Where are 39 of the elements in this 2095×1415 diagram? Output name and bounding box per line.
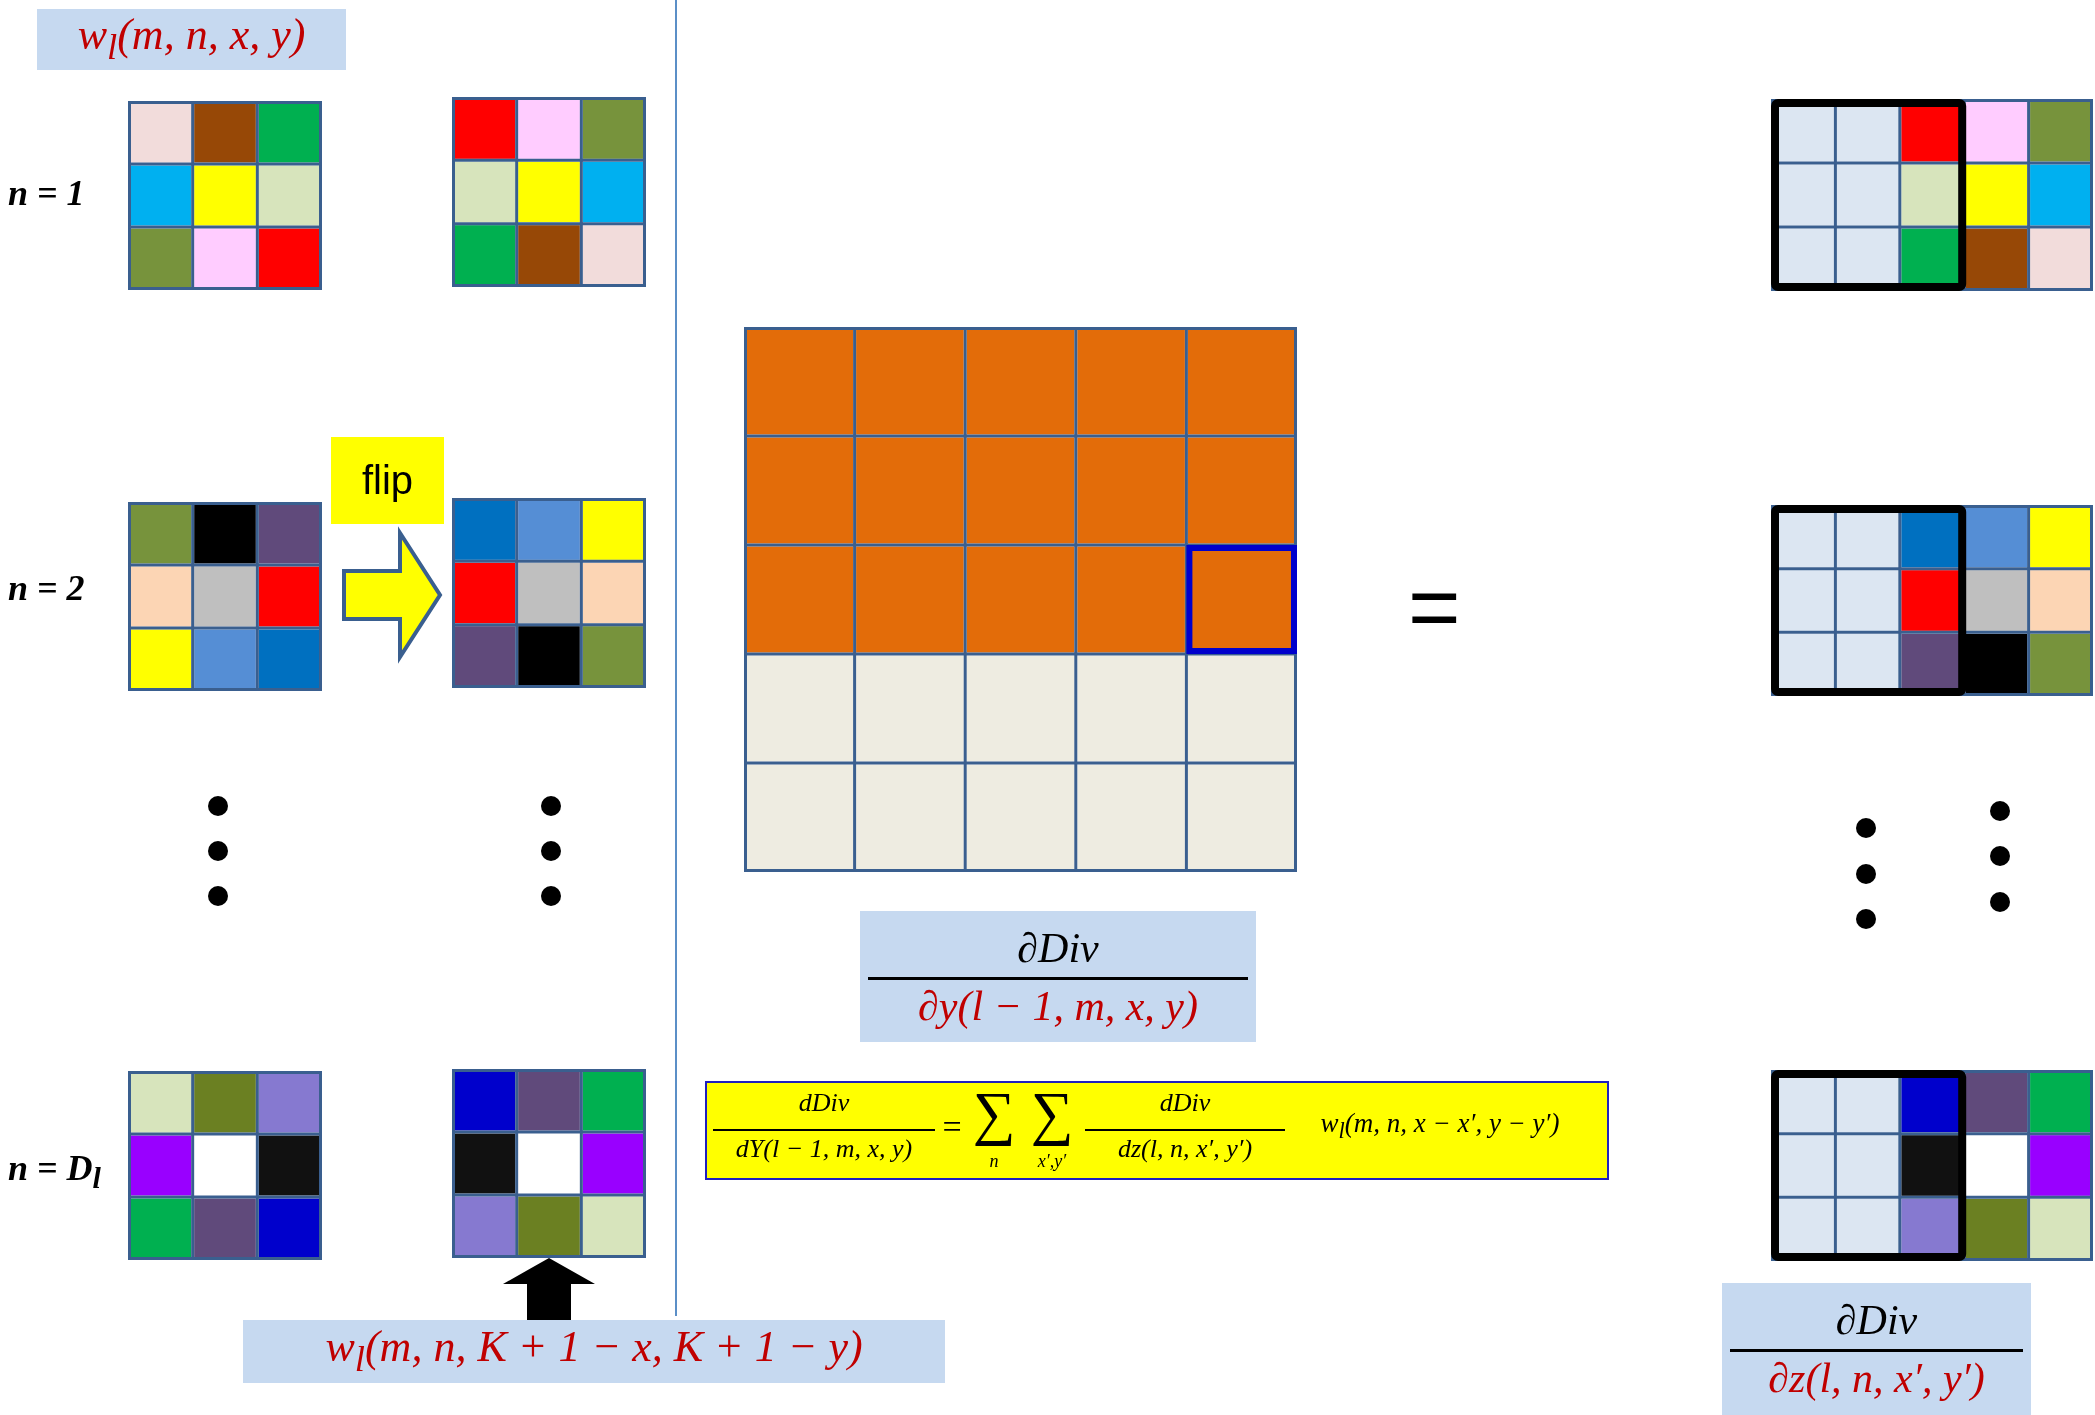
block-arrow — [503, 1258, 595, 1320]
numerator: ∂Div — [1834, 1297, 1919, 1344]
sum-index: n — [988, 1151, 1000, 1173]
fraction-label — [860, 911, 1256, 1042]
math-text: w$_{l}$(m, n, x − x′, y − y′) — [1319, 1107, 1561, 1145]
color-grid — [128, 101, 322, 290]
row-label: n = 2 — [8, 570, 85, 606]
color-grid — [1771, 99, 2093, 291]
color-grid — [1771, 505, 2093, 696]
math-text: w$_{l}$(m, n, x, y) — [77, 13, 306, 66]
block-arrow — [342, 526, 443, 664]
denominator: ∂y(l − 1, m, x, y) — [917, 983, 1199, 1030]
color-grid — [1771, 1070, 2093, 1261]
color-grid — [452, 97, 646, 287]
flip-label — [331, 437, 444, 524]
sum-sign: ∑ — [1029, 1079, 1075, 1148]
color-grid — [128, 502, 322, 691]
label-text: flip — [361, 458, 414, 503]
row-label: n = 1 — [8, 175, 85, 211]
fraction-label — [1722, 1283, 2031, 1415]
equals-sign: = — [1408, 562, 1461, 652]
denominator: ∂z(l, n, x′, y′) — [1767, 1355, 1986, 1402]
sum-sign: ∑ — [971, 1079, 1017, 1148]
formula-label — [243, 1320, 945, 1383]
equals-sign: = — [941, 1107, 963, 1147]
formula-label — [37, 9, 346, 70]
row-label: n = D$_{l}$ — [8, 1150, 101, 1194]
denominator: dY(l − 1, m, x, y) — [734, 1133, 914, 1165]
denominator: dz(l, n, x′, y′) — [1116, 1133, 1254, 1165]
equation-box — [705, 1081, 1609, 1180]
math-text: w$_{l}$(m, n, K + 1 − x, K + 1 − y) — [325, 1325, 863, 1378]
numerator: dDiv — [797, 1087, 851, 1119]
sum-index: x′,y′ — [1036, 1151, 1068, 1173]
color-grid — [128, 1071, 322, 1260]
color-grid — [452, 498, 646, 688]
color-grid — [452, 1069, 646, 1258]
color-grid — [744, 327, 1297, 872]
numerator: dDiv — [1158, 1087, 1212, 1119]
numerator: ∂Div — [1016, 925, 1100, 972]
